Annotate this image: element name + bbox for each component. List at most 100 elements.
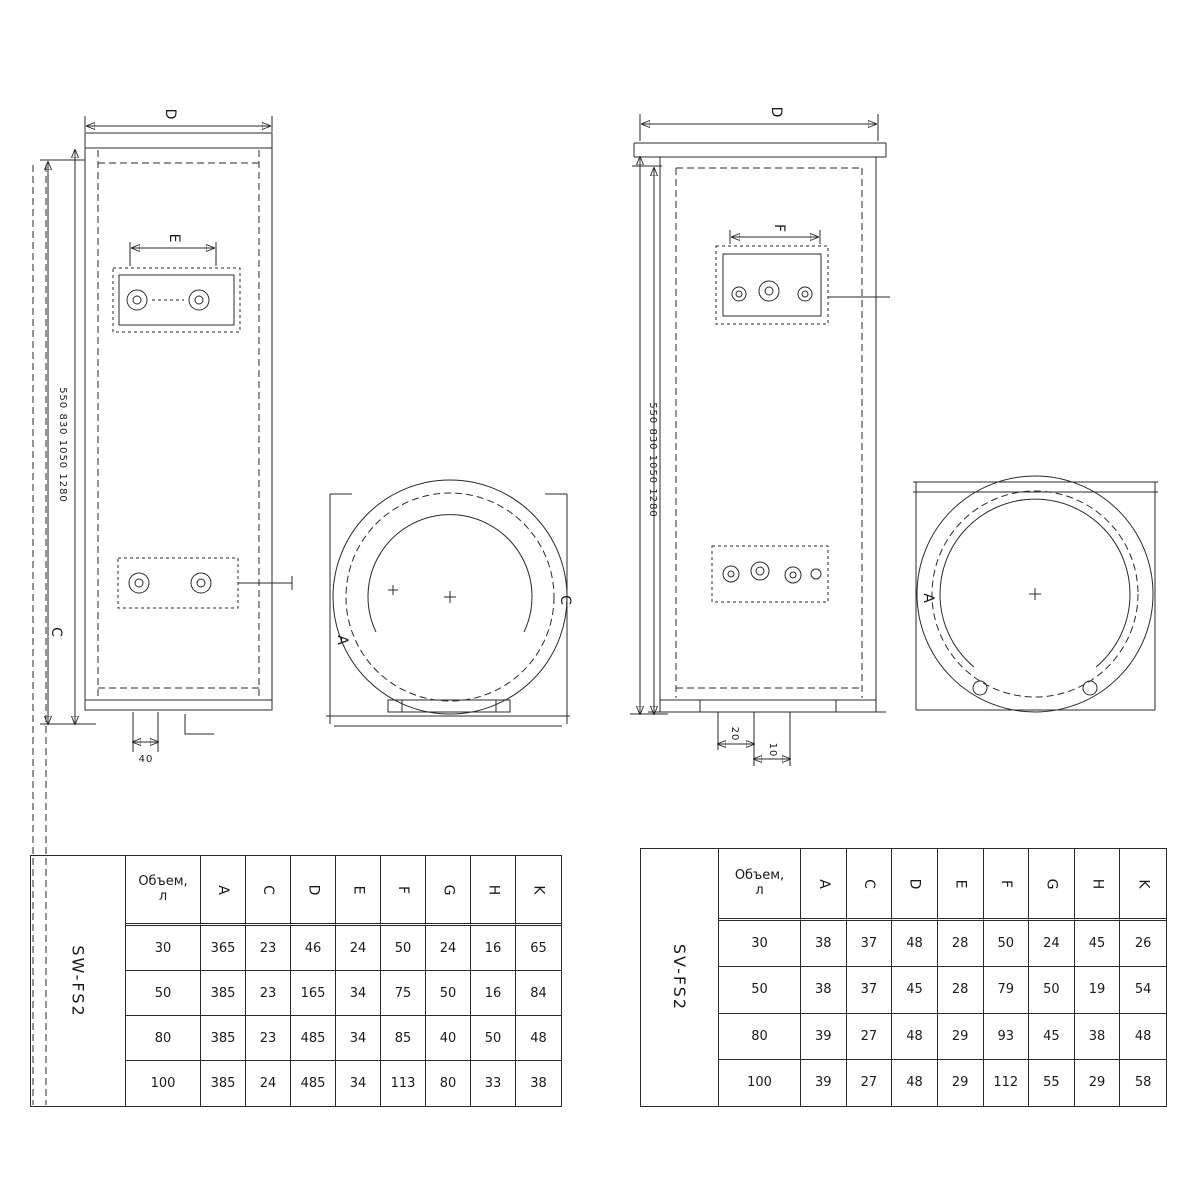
volume-header-text: Объем, xyxy=(138,873,188,889)
value-cell: 50 xyxy=(471,1016,516,1061)
value-cell: 485 xyxy=(291,1061,336,1106)
value-cell: 80 xyxy=(426,1061,471,1106)
value-cell: 50 xyxy=(1029,967,1075,1014)
value-cell: 24 xyxy=(1029,921,1075,968)
value-cell: 45 xyxy=(1029,1013,1075,1060)
value-cell: 45 xyxy=(1074,921,1121,968)
value-cell: 39 xyxy=(801,1059,847,1106)
value-cell: 46 xyxy=(291,926,336,971)
value-cell: 27 xyxy=(847,1059,893,1106)
value-cell: 16 xyxy=(471,971,516,1016)
height-dims-right: 550 830 1050 1280 xyxy=(630,157,668,714)
column-header: E xyxy=(336,856,381,926)
volume-cell: 30 xyxy=(719,921,801,968)
upper-flange-panel-left xyxy=(112,267,241,333)
value-cell: 55 xyxy=(1029,1059,1075,1106)
column-header: E xyxy=(937,849,984,921)
value-cell: 385 xyxy=(201,1016,246,1061)
column-header: G xyxy=(1029,849,1075,921)
value-cell: 29 xyxy=(1075,1059,1121,1106)
value-cell: 34 xyxy=(336,1061,381,1106)
value-cell: 37 xyxy=(846,967,893,1014)
value-cell: 24 xyxy=(336,926,381,971)
volume-header-left: Объем, л xyxy=(126,856,201,926)
value-cell: 48 xyxy=(892,1013,938,1060)
height-dim-values-right: 550 830 1050 1280 xyxy=(647,402,658,518)
dim-label-d-right: D xyxy=(768,107,784,118)
lower-flange-panel-right xyxy=(711,545,829,603)
top-view-right: A xyxy=(913,475,1158,713)
column-header: A xyxy=(801,849,847,921)
value-cell: 38 xyxy=(801,921,847,968)
volume-cell: 80 xyxy=(126,1016,201,1061)
bottom-dims-right: 20 10 xyxy=(718,712,790,766)
volume-cell: 50 xyxy=(719,967,801,1014)
column-header: K xyxy=(516,856,561,926)
value-cell: 29 xyxy=(937,1013,984,1060)
dim-label-e-left: E xyxy=(166,234,182,243)
value-cell: 48 xyxy=(1120,1014,1166,1060)
value-cell: 23 xyxy=(246,1016,291,1061)
column-header: H xyxy=(1074,849,1121,921)
column-header: D xyxy=(291,856,336,926)
value-cell: 38 xyxy=(801,967,847,1014)
value-cell: 112 xyxy=(984,1059,1030,1106)
value-cell: 19 xyxy=(1074,967,1121,1014)
volume-unit-text: л xyxy=(755,882,764,898)
value-cell: 85 xyxy=(381,1016,426,1061)
dim-d-left: D xyxy=(84,109,273,132)
column-header: C xyxy=(846,849,893,921)
value-cell: 84 xyxy=(516,971,561,1016)
value-cell: 33 xyxy=(471,1061,516,1106)
column-header: F xyxy=(983,849,1030,921)
value-cell: 79 xyxy=(983,967,1030,1014)
value-cell: 45 xyxy=(892,967,938,1014)
model-label-cell-left: SW-FS2 xyxy=(31,856,126,1106)
dim-label-40: 40 xyxy=(139,754,154,765)
lower-flange-panel-left xyxy=(117,557,293,609)
value-cell: 385 xyxy=(201,1061,246,1106)
volume-header-right: Объем, л xyxy=(719,849,801,921)
volume-cell: 80 xyxy=(719,1013,801,1060)
value-cell: 28 xyxy=(937,921,984,968)
value-cell: 54 xyxy=(1120,967,1166,1014)
value-cell: 485 xyxy=(291,1016,336,1061)
volume-cell: 100 xyxy=(719,1059,801,1106)
value-cell: 34 xyxy=(336,971,381,1016)
value-cell: 29 xyxy=(938,1059,984,1106)
value-cell: 65 xyxy=(516,926,561,971)
dim-label-a-right-view: A xyxy=(920,593,936,603)
front-view-right: D xyxy=(630,107,890,766)
top-view-left: A C xyxy=(326,479,573,727)
model-name-right: SV-FS2 xyxy=(669,943,689,1012)
value-cell: 113 xyxy=(381,1061,426,1106)
column-header: C xyxy=(246,856,291,926)
value-cell: 50 xyxy=(426,971,471,1016)
value-cell: 385 xyxy=(201,971,246,1016)
value-cell: 23 xyxy=(246,926,291,971)
column-header: G xyxy=(426,856,471,926)
value-cell: 24 xyxy=(246,1061,291,1106)
dim-40-left: 40 xyxy=(133,712,214,765)
value-cell: 23 xyxy=(246,971,291,1016)
front-view-left: D E xyxy=(40,109,293,765)
value-cell: 365 xyxy=(201,926,246,971)
column-header: K xyxy=(1120,849,1166,921)
inner-shell-arc-left xyxy=(367,514,533,633)
value-cell: 26 xyxy=(1120,921,1166,968)
dim-label-f-right: F xyxy=(771,224,787,232)
upper-flange-panel-right xyxy=(715,245,890,325)
tank-body-left xyxy=(84,132,273,711)
value-cell: 28 xyxy=(937,967,984,1014)
value-cell: 50 xyxy=(381,926,426,971)
column-header: F xyxy=(381,856,426,926)
inner-shell-arc-right xyxy=(939,498,1131,668)
dim-label-c-side-left: C xyxy=(48,627,64,637)
value-cell: 48 xyxy=(516,1016,561,1061)
column-header: H xyxy=(471,856,516,926)
dim-label-c-left-view: C xyxy=(557,595,573,605)
